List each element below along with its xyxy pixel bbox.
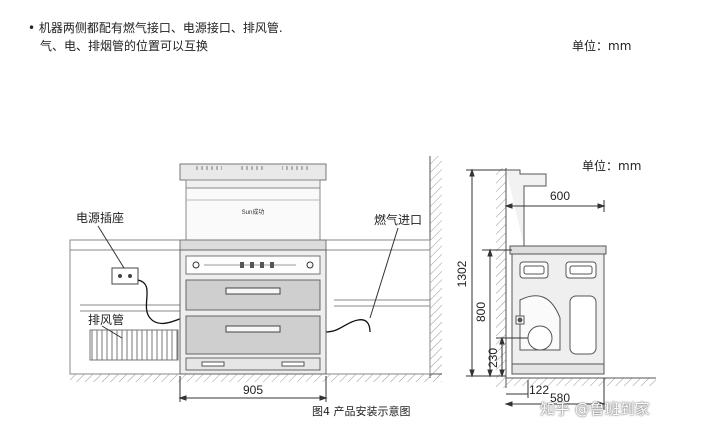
leader-gas (369, 227, 399, 319)
cabinet-body (179, 249, 327, 375)
leader-exhaust (101, 325, 123, 339)
side-floor (506, 377, 656, 386)
dim-height-total (466, 168, 506, 378)
upper-unit (179, 163, 327, 251)
side-wall (496, 168, 507, 388)
label-power-socket: 电源插座 (76, 211, 125, 225)
power-socket (111, 267, 139, 285)
label-exhaust-pipe: 排风管 (88, 313, 125, 327)
note-line-1: • 机器两侧都配有燃气接口、电源接口、排风管. (28, 21, 283, 35)
dim-text-depth-top: 600 (550, 189, 570, 203)
dim-text-height-low: 230 (486, 348, 500, 368)
figure-caption: 图4 产品安装示意图 (312, 405, 411, 418)
gas-pipe (325, 319, 371, 333)
dim-text-height-counter: 800 (474, 302, 488, 322)
exhaust-duct (89, 329, 179, 361)
brand-logo: Sun成功 (242, 208, 265, 216)
unit-label-side: 单位：mm (582, 159, 642, 173)
dim-depth-bottom (504, 378, 606, 410)
power-cable (137, 279, 183, 325)
front-floor (70, 373, 442, 382)
watermark: 知乎 @鲁班到家 (540, 400, 650, 418)
dim-text-height-total: 1302 (455, 260, 469, 287)
dim-text-offset: 122 (529, 383, 549, 397)
leader-power (97, 225, 125, 269)
dim-text-depth-bottom: 580 (550, 391, 570, 405)
dim-offset-bottom (506, 380, 529, 398)
dim-depth-top (504, 200, 606, 212)
label-gas-inlet: 燃气进口 (374, 213, 423, 227)
dim-width-front (178, 376, 328, 402)
note-line-2: 气、电、排烟管的位置可以互换 (40, 39, 209, 53)
right-cabinet (325, 239, 431, 375)
unit-label-top: 单位：mm (572, 39, 632, 53)
dim-text-width: 905 (243, 383, 263, 397)
dim-height-counter (482, 248, 512, 378)
dim-height-low (496, 336, 528, 378)
front-wall (429, 156, 442, 378)
side-profile (506, 169, 607, 375)
